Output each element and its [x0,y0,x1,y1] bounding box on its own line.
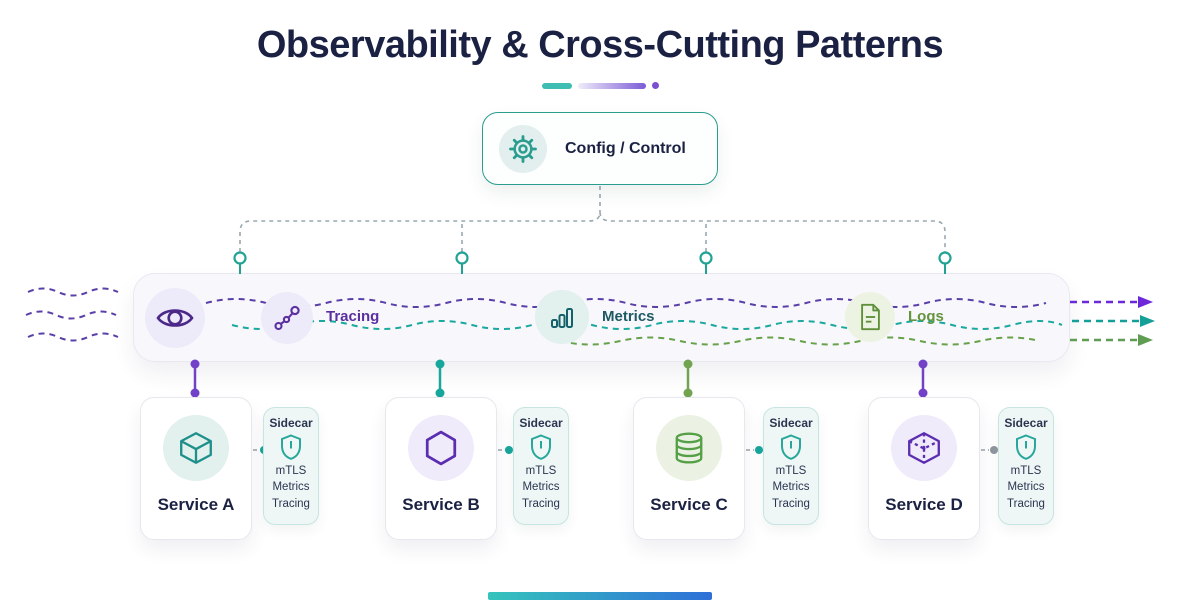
decor-dot [651,82,659,89]
outgoing-flow-arrows [1070,296,1155,346]
config-control-label: Config / Control [565,139,686,157]
service-b-card[interactable]: Service B [385,397,497,540]
incoming-flow-waves [25,287,119,342]
config-control-box[interactable]: Config / Control [482,112,718,185]
service-name: Service C [650,495,728,514]
service-name: Service A [157,495,235,514]
service-c-card[interactable]: Service C [633,397,745,540]
sidecar-item-tracing: Tracing [772,497,810,510]
sidecar-item-tracing: Tracing [272,497,310,510]
service-name: Service B [402,495,480,514]
sidecar-d-box[interactable]: Sidecar mTLS Metrics Tracing [998,407,1054,525]
database-icon [656,415,722,481]
sidecar-item-metrics: Metrics [272,481,310,493]
bar-chart-icon [535,290,589,344]
sidecar-item-mtls: mTLS [1010,464,1042,477]
service-d-card[interactable]: Service D [868,397,980,540]
service-name: Service D [885,495,963,514]
page-title: Observability & Cross-Cutting Patterns [256,24,944,66]
sidecar-b-box[interactable]: Sidecar mTLS Metrics Tracing [513,407,569,525]
bar-tap-points [233,251,952,274]
shield-icon [1016,434,1036,460]
service-connectors [190,359,928,398]
sidecar-title: Sidecar [519,416,563,430]
sidecar-item-mtls: mTLS [275,464,307,477]
sidecar-a-box[interactable]: Sidecar mTLS Metrics Tracing [263,407,319,525]
log-file-icon [845,292,895,342]
service-a-card[interactable]: Service A [140,397,252,540]
logs-label: Logs [908,308,944,325]
cube-icon [163,415,229,481]
hexagon-icon [408,415,474,481]
sidecar-item-tracing: Tracing [1007,497,1045,510]
sidecar-item-metrics: Metrics [1007,481,1045,493]
sidecar-title: Sidecar [269,416,313,430]
shield-icon [531,434,551,460]
decor-dash-purple [577,82,646,89]
shield-icon [781,434,801,460]
decor-dash-teal [541,82,572,89]
shield-icon [281,434,301,460]
sidecar-title: Sidecar [769,416,813,430]
title-underline-decor [0,82,1200,89]
sidecar-item-metrics: Metrics [772,481,810,493]
metrics-label: Metrics [602,308,655,325]
config-tree-lines [239,186,946,252]
sidecar-item-tracing: Tracing [522,497,560,510]
sidecar-item-metrics: Metrics [522,481,560,493]
sidecar-c-box[interactable]: Sidecar mTLS Metrics Tracing [763,407,819,525]
tracing-label: Tracing [326,308,380,325]
gear-icon [499,124,547,173]
sidecar-item-mtls: mTLS [525,464,557,477]
trace-nodes-icon [261,292,313,344]
wireframe-cube-icon [891,415,957,481]
sidecar-title: Sidecar [1004,416,1048,430]
bottom-accent-bar [488,592,712,600]
sidecar-item-mtls: mTLS [775,464,807,477]
eye-icon [145,288,205,348]
